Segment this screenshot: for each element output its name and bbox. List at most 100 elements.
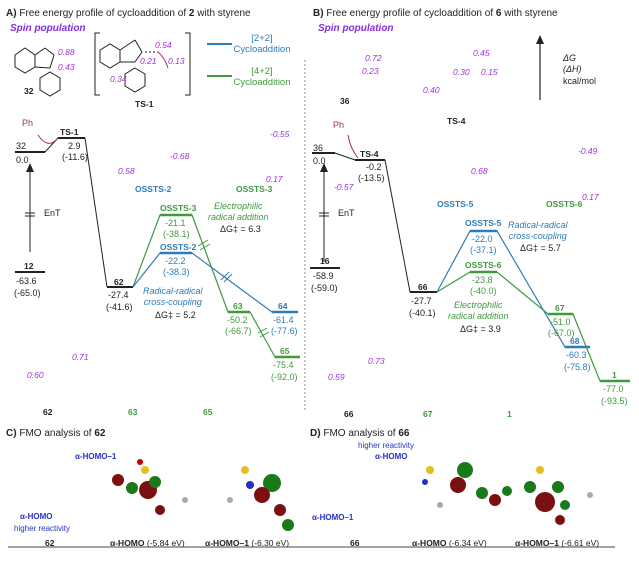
homo1-annotation: α-HOMO–1: [312, 513, 354, 522]
electrophilic-dg: ΔG‡ = 3.9: [460, 324, 501, 334]
compound-62: 62: [43, 407, 53, 417]
spin-value: 0.43: [58, 62, 75, 72]
state-dg: -61.4: [273, 315, 294, 325]
panel-c-letter: C): [6, 428, 17, 439]
spin-value: 0.30: [453, 67, 470, 77]
spin-value: 0.71: [72, 352, 89, 362]
compound-1: 1: [507, 409, 512, 419]
orbital-label: α-HOMO (-6.34 eV): [412, 538, 487, 548]
spin-value: 0.40: [423, 85, 440, 95]
spin-value: -0.55: [270, 129, 290, 139]
orbital-energy: (-6.30 eV): [251, 538, 290, 548]
orbital-name: α-HOMO: [110, 538, 145, 548]
state-label: 68: [570, 336, 580, 346]
state-dg: 2.9: [68, 141, 81, 151]
orbital-energy: (-6.34 eV): [448, 538, 487, 548]
electrophilic-dg: ΔG‡ = 6.3: [220, 224, 261, 234]
state-dh: (-66.7): [225, 326, 252, 336]
spin-value: 0.73: [368, 356, 385, 366]
state-dg: -60.3: [566, 350, 587, 360]
higher-reactivity-label: higher reactivity: [14, 524, 71, 533]
legend-4plus2: [4+2] Cycloaddition: [233, 66, 291, 88]
state-label: OSSTS-2: [160, 242, 197, 252]
panel-b-letter: B): [313, 8, 324, 19]
ts1-structure-label: TS-1: [135, 99, 154, 109]
state-dg: -22.2: [165, 256, 186, 266]
electrophilic-label: Electrophilic radical addition: [208, 201, 269, 222]
spin-value: -0.68: [170, 151, 190, 161]
state-dh: (-93.5): [601, 396, 628, 406]
compound-66: 66: [344, 409, 354, 419]
compound-65: 65: [203, 407, 213, 417]
panel-b-title-suffix: with styrene: [504, 8, 558, 19]
state-label: OSSTS-3: [160, 203, 197, 213]
panel-a-title-text: Free energy profile of cycloaddition of: [19, 8, 187, 19]
orbital-energy: (-6.61 eV): [561, 538, 600, 548]
radical-dg: ΔG‡ = 5.7: [520, 243, 561, 253]
spin-value: 0.15: [481, 67, 498, 77]
ent-arrowhead: [26, 163, 34, 172]
panel-c-title-text: FMO analysis of: [19, 428, 92, 439]
panel-a-profile: [15, 134, 300, 359]
state-label: 36: [313, 143, 324, 153]
state-dh: (-40.0): [470, 286, 497, 296]
state-label: TS-1: [60, 127, 79, 137]
state-dg: -75.4: [273, 360, 294, 370]
axis-unit: kcal/mol: [563, 76, 597, 86]
state-label: 1: [612, 370, 617, 380]
spin-value: -0.57: [334, 182, 354, 192]
ent-label: EnT: [44, 208, 61, 218]
state-dh: (-38.3): [163, 267, 190, 277]
state-dh: (-11.6): [62, 152, 88, 162]
spin-value: 0.13: [168, 56, 185, 66]
spin-value: 0.59: [328, 372, 345, 382]
orbital-label: α-HOMO–1 (-6.30 eV): [205, 538, 289, 548]
spin-value: 0.45: [473, 48, 490, 58]
state-dg: -50.2: [227, 315, 248, 325]
state-dg: -58.9: [313, 271, 334, 281]
compound-66-fmo: 66: [350, 538, 360, 548]
state-dh: (-38.1): [163, 229, 190, 239]
compound-label-3-6: 36: [340, 96, 350, 106]
ts6-structure-label: OSSTS-6: [546, 199, 583, 209]
ts1-styrene-fragment: [157, 51, 169, 69]
spin-value: 0.21: [140, 56, 157, 66]
state-dg: -51.0: [550, 317, 571, 327]
state-dg: -63.6: [16, 276, 37, 286]
compound-67: 67: [423, 409, 433, 419]
homo1-annotation: α-HOMO–1: [75, 452, 117, 461]
state-dg: -22.0: [472, 234, 493, 244]
orbital-name: α-HOMO–1: [205, 538, 249, 548]
state-label: 66: [418, 282, 428, 292]
ent-label: EnT: [338, 208, 355, 218]
orbital-label: α-HOMO–1 (-6.61 eV): [515, 538, 599, 548]
compound-62-fmo: 62: [45, 538, 55, 548]
state-dh: (-75.8): [564, 362, 591, 372]
state-dg: -21.1: [165, 218, 186, 228]
panel-d-title-text: FMO analysis of: [323, 428, 396, 439]
state-dh: (-67.0): [548, 328, 575, 338]
spin-value: -0.49: [578, 146, 598, 156]
state-dg: 0.0: [16, 155, 29, 165]
triplet-2-structure: [14, 47, 61, 97]
state-label: 32: [16, 141, 27, 151]
spin-value: 0.60: [27, 370, 44, 380]
state-label: OSSTS-6: [465, 260, 502, 270]
ts2-structure-label: OSSTS-2: [135, 184, 172, 194]
spin-value: 0.17: [266, 174, 283, 184]
ts1-structure: [94, 32, 191, 96]
state-label: 63: [233, 301, 243, 311]
panel-a-title: A) Free energy profile of cycloaddition …: [6, 8, 251, 19]
radical-dg: ΔG‡ = 5.2: [155, 310, 196, 320]
state-label: 16: [320, 256, 330, 266]
spin-value: 0.58: [118, 166, 135, 176]
styrene-label: Ph: [22, 118, 34, 128]
compound-label-3-2: 32: [24, 86, 34, 96]
state-label: 65: [280, 346, 290, 356]
panel-b-title-text: Free energy profile of cycloaddition of: [326, 8, 494, 19]
state-label: 12: [24, 261, 34, 271]
state-dh: (-41.6): [106, 302, 133, 312]
panel-d-letter: D): [310, 428, 321, 439]
panel-a-title-suffix: with styrene: [197, 8, 251, 19]
